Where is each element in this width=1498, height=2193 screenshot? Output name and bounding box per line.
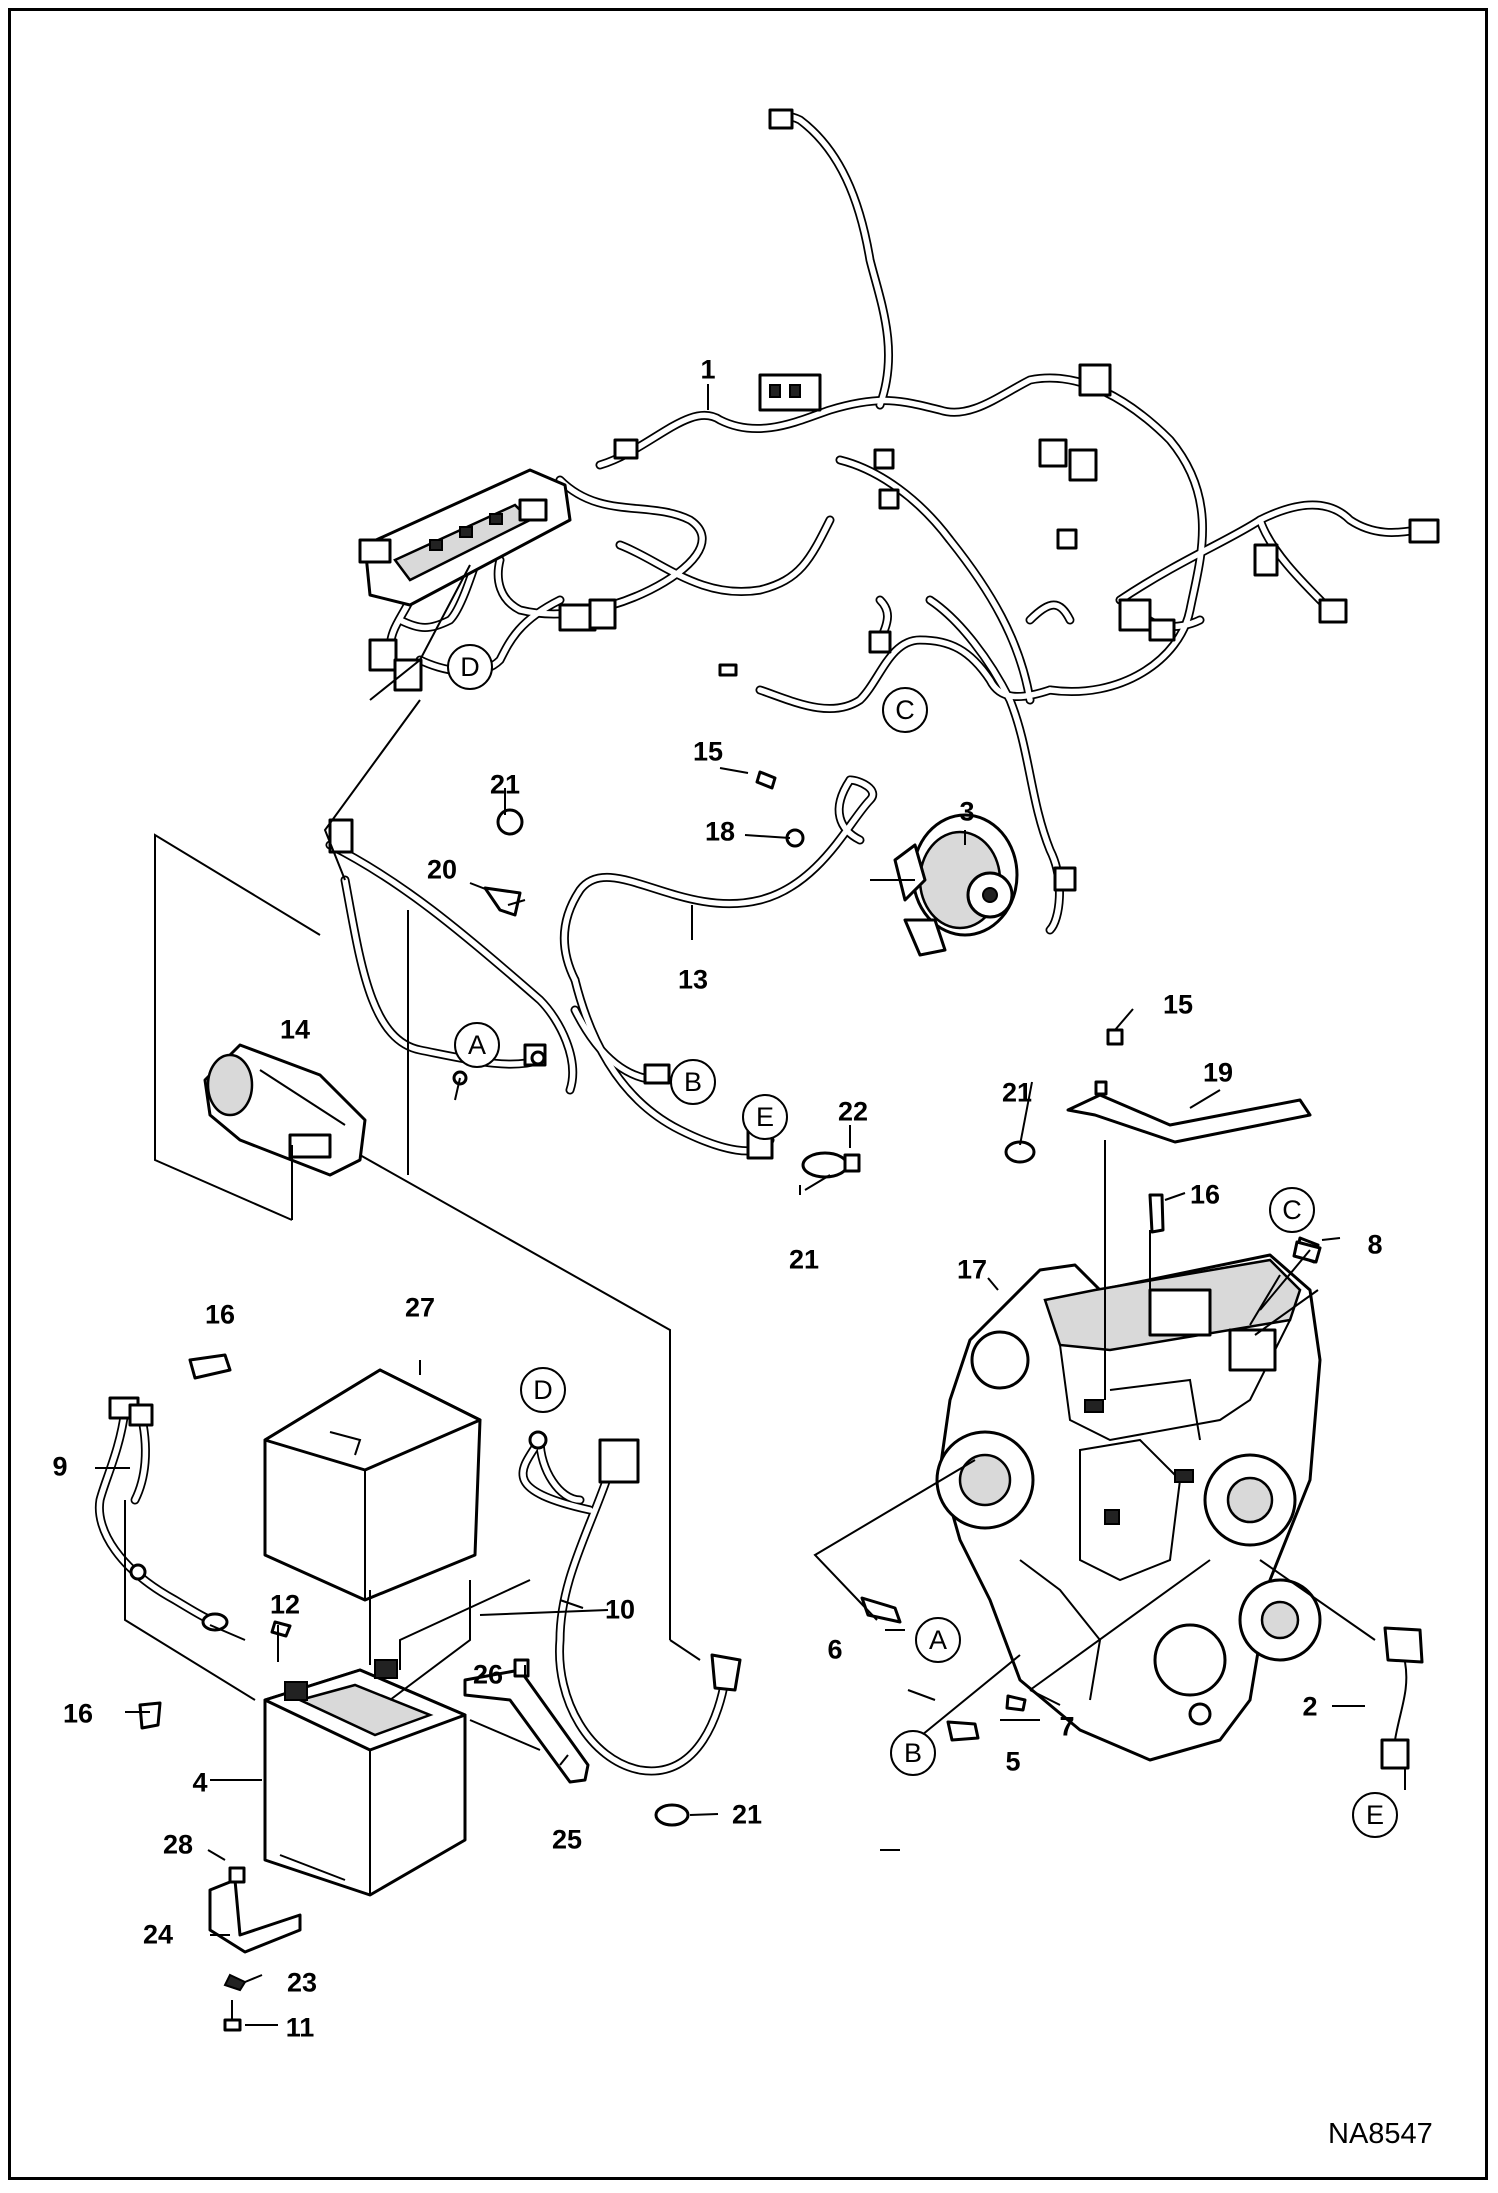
harness-connectors (368, 108, 1440, 892)
callout-14: 14 (279, 1014, 311, 1045)
callout-6: 6 (827, 1634, 843, 1665)
starter-motor (203, 1043, 367, 1177)
callout-16-battery-left: 16 (62, 1698, 94, 1729)
callout-27: 27 (404, 1292, 436, 1323)
battery-box (263, 1368, 482, 1602)
callout-11: 11 (285, 2012, 315, 2043)
callout-1: 1 (700, 354, 716, 385)
engine (935, 1253, 1322, 1762)
callout-15-bracket: 15 (1162, 989, 1194, 1020)
callout-21-engine: 21 (1001, 1077, 1033, 1108)
ref-e-alternator-harness: E (742, 1094, 788, 1140)
callout-13: 13 (677, 964, 709, 995)
callout-25: 25 (551, 1824, 583, 1855)
callout-16-battery-top: 16 (204, 1299, 236, 1330)
callout-15-alternator: 15 (692, 736, 724, 767)
callout-21-lower: 21 (788, 1244, 820, 1275)
callout-3: 3 (959, 796, 975, 827)
battery-cables (94, 1396, 742, 1776)
ref-b-engine: B (890, 1730, 936, 1776)
leader-lines (95, 384, 1406, 2026)
callout-23: 23 (286, 1967, 318, 1998)
ref-c-harness: C (882, 687, 928, 733)
callout-4: 4 (192, 1767, 208, 1798)
callout-21-upper: 21 (489, 769, 521, 800)
callout-12: 12 (269, 1589, 301, 1620)
callout-10: 10 (604, 1594, 636, 1625)
callout-21-battery: 21 (731, 1799, 763, 1830)
callout-7: 7 (1059, 1711, 1075, 1742)
callout-26: 26 (472, 1659, 504, 1690)
callout-16-engine: 16 (1189, 1179, 1221, 1210)
callout-2: 2 (1302, 1691, 1318, 1722)
callout-9: 9 (52, 1451, 68, 1482)
callout-28: 28 (162, 1829, 194, 1860)
ref-a-engine: A (915, 1617, 961, 1663)
main-wire-harness (358, 108, 1440, 935)
ref-b-alternator-harness: B (670, 1059, 716, 1105)
callout-18: 18 (704, 816, 736, 847)
callout-19: 19 (1202, 1057, 1234, 1088)
fuse-relay-box (358, 468, 572, 607)
callout-17: 17 (956, 1254, 988, 1285)
ref-e-engine: E (1352, 1792, 1398, 1838)
battery (263, 1659, 467, 1897)
callout-5: 5 (1005, 1746, 1021, 1777)
ref-a-alternator-harness: A (454, 1022, 500, 1068)
ref-c-engine: C (1269, 1187, 1315, 1233)
alternator-wire-harness (325, 775, 877, 1160)
diagram-border (8, 8, 1488, 2180)
figure-id: NA8547 (1328, 2118, 1433, 2150)
callout-24: 24 (142, 1919, 174, 1950)
callout-20: 20 (426, 854, 458, 885)
ref-d-battery-cable: D (520, 1367, 566, 1413)
callout-22: 22 (837, 1096, 869, 1127)
engine-sensors (860, 1240, 1424, 1770)
battery-brackets (138, 1353, 690, 2032)
ref-d-harness: D (447, 644, 493, 690)
alternator (870, 813, 1019, 957)
callout-8: 8 (1367, 1229, 1383, 1260)
